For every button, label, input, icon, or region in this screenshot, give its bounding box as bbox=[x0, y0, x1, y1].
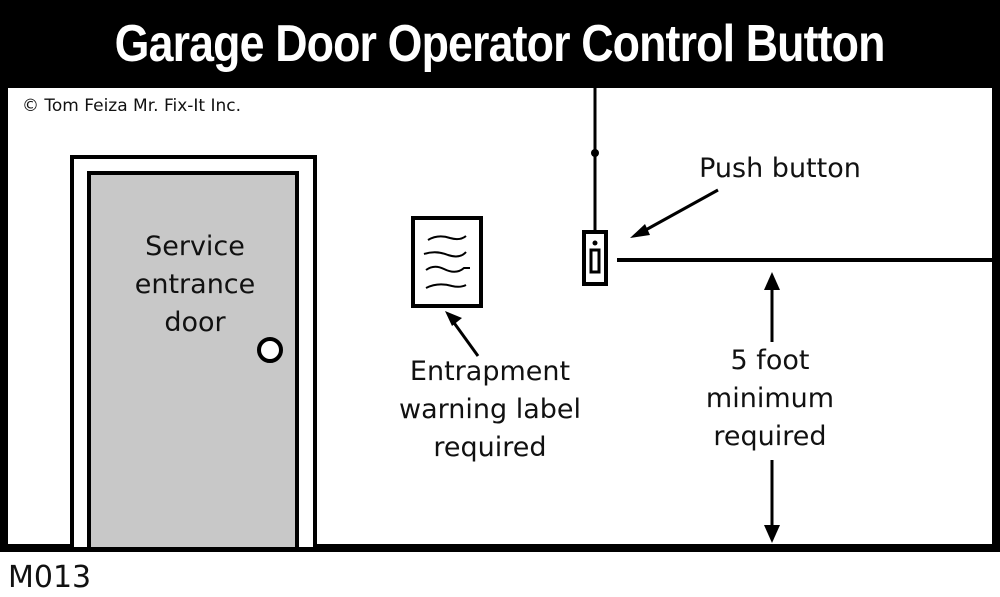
push-button-device bbox=[582, 230, 608, 286]
page-title: Garage Door Operator Control Button bbox=[115, 15, 886, 73]
warning-label-text: Entrapment warning label required bbox=[399, 356, 581, 463]
copyright-text: © Tom Feiza Mr. Fix-It Inc. bbox=[22, 96, 242, 116]
service-door bbox=[87, 171, 299, 551]
wall-frame bbox=[0, 86, 1000, 552]
push-button-arrow bbox=[630, 188, 719, 238]
wire-junction bbox=[591, 149, 599, 157]
warning-label-icon bbox=[411, 216, 483, 308]
figure-code: M013 bbox=[8, 560, 92, 595]
dimension-arrow-up bbox=[764, 272, 780, 345]
push-button-label: Push button bbox=[699, 153, 861, 184]
door-knob bbox=[257, 337, 283, 363]
dimension-arrow-down bbox=[764, 460, 780, 543]
title-bar: Garage Door Operator Control Button bbox=[0, 0, 1000, 88]
warning-label-arrow bbox=[445, 311, 480, 357]
height-label: 5 foot minimum required bbox=[700, 342, 840, 456]
door-label: Service entrance door bbox=[134, 231, 256, 338]
